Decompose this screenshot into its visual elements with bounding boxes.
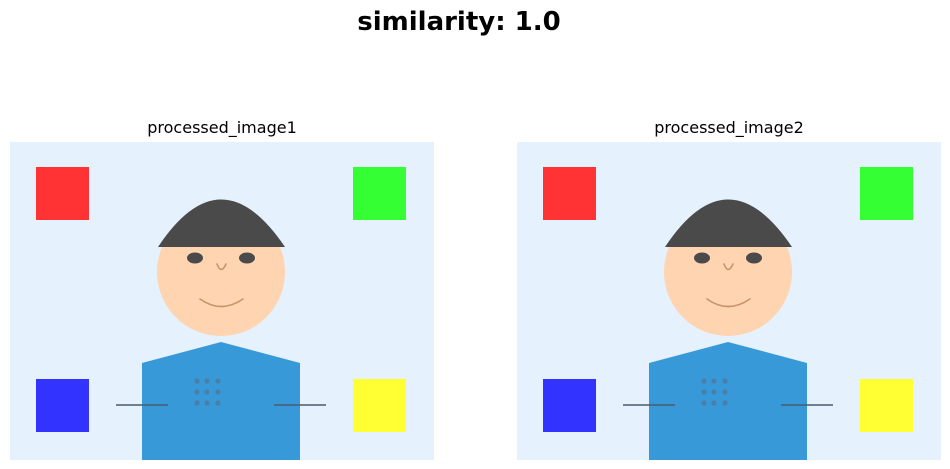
image-panel-1 [10, 142, 434, 460]
body [649, 342, 807, 460]
left-eye [187, 252, 203, 264]
mouth [706, 298, 751, 308]
right-eye [746, 252, 762, 264]
panel-title-1: processed_image1 [147, 118, 297, 137]
blue-square [36, 379, 89, 432]
red-square [36, 167, 89, 220]
panel-title-2: processed_image2 [654, 118, 804, 137]
right-eye [239, 252, 255, 264]
body [142, 342, 300, 460]
processed-image-1 [10, 142, 434, 460]
nose [723, 263, 734, 271]
yellow-square [353, 379, 406, 432]
left-eye [694, 252, 710, 264]
image-panel-2 [517, 142, 941, 460]
processed-image-2 [517, 142, 941, 460]
blue-square [543, 379, 596, 432]
green-square [353, 167, 406, 220]
body-dots [701, 378, 728, 406]
hair [665, 199, 792, 247]
figure-title: similarity: 1.0 [357, 7, 561, 37]
yellow-square [860, 379, 913, 432]
hair [158, 199, 285, 247]
red-square [543, 167, 596, 220]
green-square [860, 167, 913, 220]
body-dots [194, 378, 221, 406]
nose [216, 263, 227, 271]
mouth [199, 298, 244, 308]
